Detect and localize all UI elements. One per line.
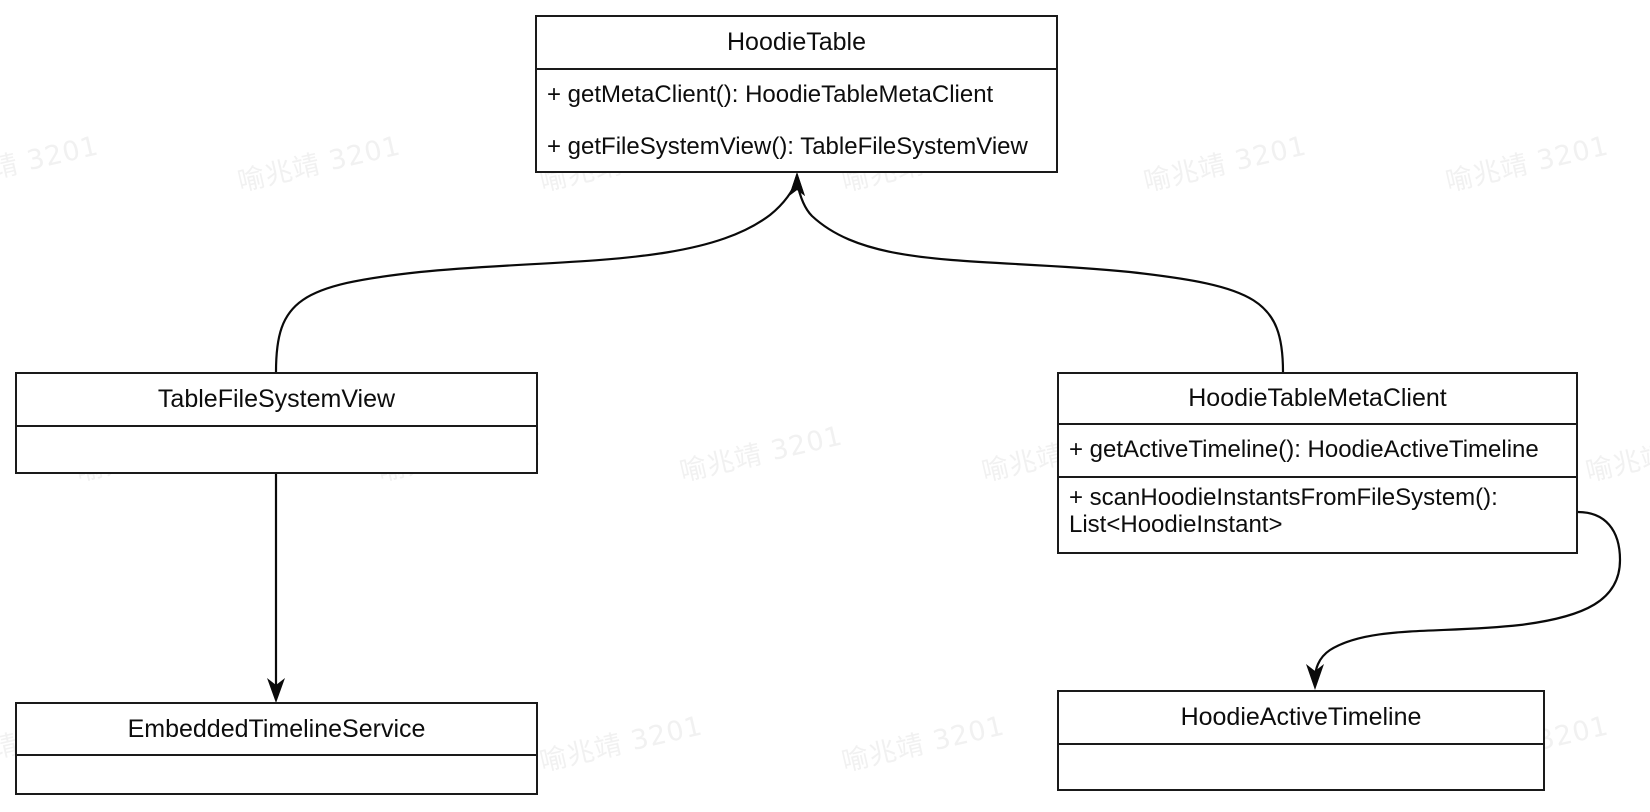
class-name-hoodie-active-timeline: HoodieActiveTimeline (1180, 703, 1422, 731)
class-member: + scanHoodieInstantsFromFileSystem(): Li… (1069, 484, 1498, 538)
class-members-table-file-system-view (17, 425, 536, 474)
class-box-hoodie-table-meta-client[interactable]: HoodieTableMetaClient + getActiveTimelin… (1057, 372, 1578, 554)
class-member: + getFileSystemView(): TableFileSystemVi… (547, 132, 1028, 160)
class-member: + getMetaClient(): HoodieTableMetaClient (547, 81, 994, 109)
edge-hoodietablemetaclient-to-hoodietable (789, 172, 1285, 373)
watermark-text: 喻兆靖 3201 (838, 710, 1008, 779)
watermark-text: 喻兆靖 3201 (234, 130, 404, 199)
watermark-text: 喻兆靖 3201 (536, 710, 706, 779)
class-name-hoodie-table-meta-client: HoodieTableMetaClient (1188, 384, 1447, 412)
class-name-hoodie-table: HoodieTable (727, 28, 866, 56)
class-member-row-scan-instants: + scanHoodieInstantsFromFileSystem(): Li… (1059, 476, 1576, 552)
edge-tablefilesystemview-to-hoodietable (274, 172, 805, 373)
class-box-embedded-timeline-service[interactable]: EmbeddedTimelineService (15, 702, 538, 795)
watermark-text: 喻兆靖 3201 (676, 420, 846, 489)
watermark-text: 喻兆靖 3201 (0, 130, 102, 199)
class-name-table-file-system-view: TableFileSystemView (157, 385, 396, 413)
class-box-hoodie-active-timeline[interactable]: HoodieActiveTimeline (1057, 690, 1545, 791)
watermark-text: 喻兆靖 3201 (1140, 130, 1310, 199)
class-name-embedded-timeline-service: EmbeddedTimelineService (127, 714, 426, 743)
class-member: + getActiveTimeline(): HoodieActiveTimel… (1069, 436, 1539, 464)
edge-tablefilesystemview-to-embeddedtimelineservice (267, 474, 285, 703)
class-members-embedded-timeline-service (17, 754, 536, 793)
watermark-text: 喻兆靖 3201 (1582, 420, 1650, 489)
class-members-hoodie-table: + getMetaClient(): HoodieTableMetaClient… (537, 68, 1056, 171)
watermark-text: 喻兆靖 3201 (1442, 130, 1612, 199)
class-box-hoodie-table[interactable]: HoodieTable + getMetaClient(): HoodieTab… (535, 15, 1058, 173)
class-box-table-file-system-view[interactable]: TableFileSystemView (15, 372, 538, 474)
class-member-row-active-timeline: + getActiveTimeline(): HoodieActiveTimel… (1059, 423, 1576, 476)
class-members-hoodie-active-timeline (1059, 743, 1543, 789)
